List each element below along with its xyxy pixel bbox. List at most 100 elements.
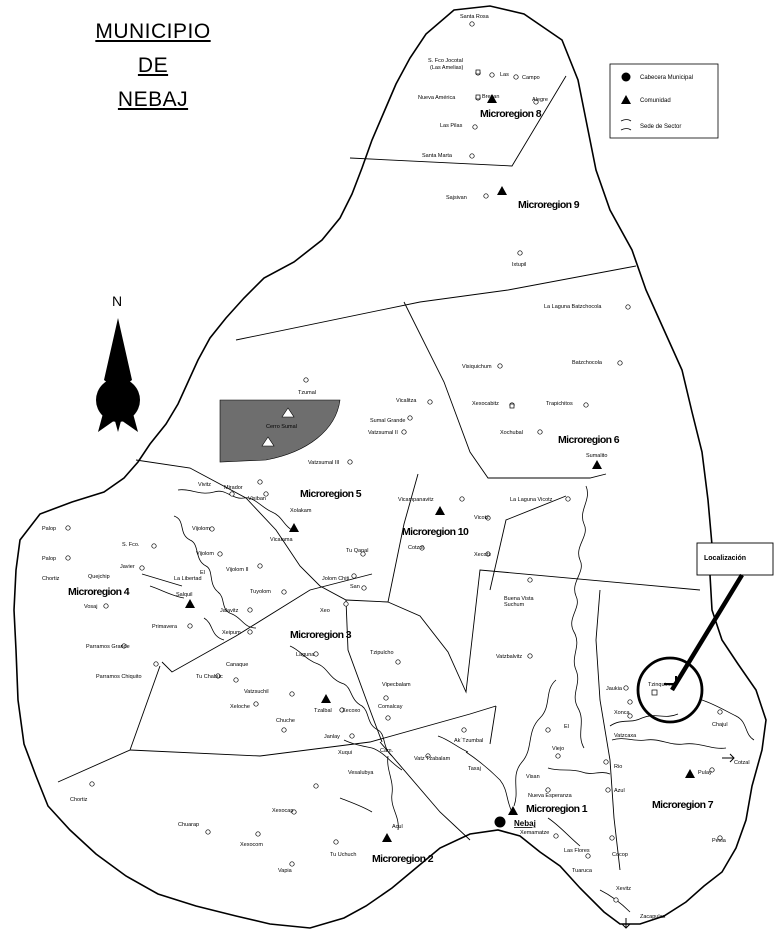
place-primavera: Primavera — [152, 624, 178, 630]
triangle-icon — [435, 506, 445, 515]
place-las-flores: Las Flores — [564, 848, 590, 854]
place-tzipulcho: Tzipulcho — [370, 650, 394, 656]
place-vatzbalvitz: Vatzbalvitz — [496, 654, 522, 660]
localizacion-label: Localización — [704, 555, 746, 562]
place-chuche: Chuche — [276, 718, 295, 724]
place-jolom-chiti: Jolom Chiti — [322, 576, 349, 582]
triangle-icon — [185, 599, 195, 608]
place-visiquichum: Visiquichum — [462, 364, 492, 370]
place-xexocap: Xexocap — [272, 808, 293, 814]
place-quejchip: Quejchip — [88, 574, 110, 580]
place-vicalama: Vicalama — [270, 537, 293, 543]
place-sumalito: Sumalito — [586, 453, 607, 459]
triangle-icon — [685, 769, 695, 778]
place-vijolom-2: Vijolom — [196, 551, 214, 557]
place-taxaj: Taxaj — [468, 766, 481, 772]
north-label: N — [112, 293, 122, 309]
municipality-boundary — [13, 5, 767, 929]
triangle-icon — [487, 94, 497, 103]
place-alegre: Alegre — [532, 97, 548, 103]
microregion-9-label: Microregion 9 — [518, 199, 580, 211]
filled-circle-icon — [621, 72, 631, 82]
place-ak-tzumbal: Ak´Tzumbal — [454, 738, 483, 744]
place-chortiz-2: Chortiz — [70, 797, 88, 803]
place-rio: Rio — [614, 764, 622, 770]
place-markers — [65, 21, 723, 903]
legend: Cabecera Municipal Comunidad Sede de Sec… — [609, 63, 719, 139]
place-trapichitos: Trapichitos — [546, 401, 573, 407]
place-laguna: Laguna — [296, 652, 315, 658]
place-cotzal: Cotzal — [734, 760, 750, 766]
microregion-2-label: Microregion 2 — [372, 853, 434, 865]
place-vicampanavitz: Vicampanavitz — [398, 497, 434, 503]
map-title-line-1: MUNICIPIO — [95, 20, 211, 43]
place-cocop: Cocop — [612, 852, 628, 858]
legend-label-comunidad: Comunidad — [640, 98, 671, 104]
place-jalavitz: Jalavitz — [220, 608, 239, 614]
place-el: El — [200, 570, 205, 576]
community-markers — [185, 94, 695, 842]
place-tzumal: Tzumal — [298, 390, 316, 396]
legend-label-sede: Sede de Sector — [640, 124, 681, 130]
place-s-fco: S. Fco. — [122, 542, 140, 548]
rivers — [149, 485, 755, 913]
place-la-libertad: La Libertad — [174, 576, 202, 582]
place-vatzcaxa: Vatzcaxa — [614, 733, 637, 739]
nebaj-cabecera-marker — [494, 816, 506, 828]
place-visiban: Visiban — [248, 496, 266, 502]
place-las-pilas: Las Pilas — [440, 123, 463, 129]
place-pexla: Pexla — [712, 838, 727, 844]
place-xonca: Xonca — [614, 710, 631, 716]
place-xeo: Xeo — [320, 608, 330, 614]
microregion-5-label: Microregion 5 — [300, 488, 362, 500]
place-cotzol: Cotzol — [408, 545, 424, 551]
microregion-4-label: Microregion 4 — [68, 586, 130, 598]
place-tzalbal: Tzalbal — [314, 708, 332, 714]
place-vicotz: Vicotz — [474, 515, 489, 521]
place-bresan: Bresan — [482, 94, 499, 100]
triangle-icon — [382, 833, 392, 842]
place-comalcay: Comalcay — [378, 704, 403, 710]
microregion-1-label: Microregion 1 — [526, 803, 588, 815]
filled-triangle-icon — [621, 95, 631, 104]
place-vatzsumal-iii: Vatzsumal III — [308, 460, 340, 466]
triangle-icon — [289, 523, 299, 532]
hollow-triangle-icon — [261, 436, 275, 447]
place-visan: Visan — [526, 774, 540, 780]
place-zacapulas: Zacapulas — [640, 914, 666, 920]
place-nebaj: Nebaj — [514, 819, 536, 828]
place-xolakam: Xolakam — [290, 508, 312, 514]
place-vesalubya: Vesalubya — [348, 770, 374, 776]
place-tuaruca: Tuaruca — [572, 868, 593, 874]
place-xexocabitz: Xexocabitz — [472, 401, 499, 407]
place-chuarap: Chuarap — [178, 822, 199, 828]
triangle-icon — [592, 460, 602, 469]
place-azul: Azul — [614, 788, 625, 794]
microregion-3-label: Microregion 3 — [290, 629, 352, 641]
place-vijolom-ii: Vijolom II — [226, 567, 249, 573]
hollow-triangle-icon — [281, 407, 295, 418]
place-vatzsumal-ii: Vatzsumal II — [368, 430, 398, 436]
localizacion-callout: Localización — [636, 542, 774, 724]
place-janlay: Janlay — [324, 734, 340, 740]
place-cam: Cam. — [380, 748, 394, 754]
place-xochubal: Xochubal — [500, 430, 523, 436]
place-las-amelias: (Las Amelias) — [430, 65, 463, 71]
place-xuqui: Xuqui — [338, 750, 352, 756]
place-san: San — [350, 584, 360, 590]
place-xeipum: Xeipum — [222, 630, 241, 636]
place-vatzsuchil: Vatzsuchil — [244, 689, 269, 695]
place-s-fco-jocotal: S. Fco Jocotal — [428, 58, 463, 64]
place-la-laguna-vicotz: La Laguna Vicotz — [510, 497, 553, 503]
place-chortiz-1: Chortiz — [42, 576, 60, 582]
place-sumal-grande: Sumal Grande — [370, 418, 405, 424]
place-vatz-tzabalam: Vatz Tzabalam — [414, 756, 451, 762]
triangle-icon — [508, 806, 518, 815]
place-viejo: Viejo — [552, 746, 564, 752]
place-chajul: Chajul — [712, 722, 728, 728]
place-suchum: Suchum — [504, 602, 525, 608]
place-tu-qanal: Tu Qanal — [346, 548, 368, 554]
place-mirador: Mirador — [224, 485, 243, 491]
sector-seat-markers — [475, 69, 658, 696]
